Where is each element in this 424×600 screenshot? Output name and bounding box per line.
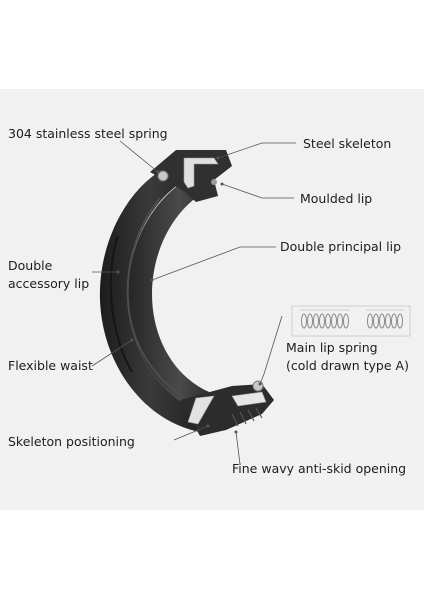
label-wavy-opening: Fine wavy anti-skid opening (232, 461, 407, 476)
leader-lines (91, 140, 296, 465)
seal-ring (99, 160, 214, 432)
leader-moulded-lip (221, 183, 294, 199)
label-accessory-lip-line1: Double (8, 258, 53, 273)
inset-frame (291, 305, 411, 337)
top-cross-section (150, 150, 232, 202)
label-spring: 304 stainless steel spring (8, 126, 168, 141)
leader-spring (119, 140, 159, 173)
leader-principal-lip (151, 246, 276, 281)
wavy-ridges (231, 407, 263, 427)
inset-coil-right (367, 313, 403, 329)
label-moulded-lip: Moulded lip (300, 191, 373, 206)
principal-lip-line (126, 197, 185, 399)
leader-main-lip-spring (259, 315, 283, 385)
bottom-skeleton (187, 395, 215, 425)
bottom-spring (252, 380, 264, 392)
leader-wavy-opening (235, 431, 241, 465)
top-steel-skeleton (183, 157, 219, 189)
label-main-lip-spring-line2: (cold drawn type A) (286, 358, 409, 373)
label-double-principal-lip: Double principal lip (280, 239, 402, 254)
bottom-steel-insert (231, 391, 267, 407)
seal-inner-face (128, 176, 214, 416)
label-accessory-lip-line2: accessory lip (8, 276, 90, 291)
spring-spec-inset (291, 305, 411, 337)
leader-flexible-waist (91, 339, 133, 367)
label-flexible-waist: Flexible waist (8, 358, 93, 373)
leader-skeleton-positioning (173, 425, 209, 441)
inset-coil-left (301, 313, 349, 329)
bottom-cross-section (180, 380, 274, 436)
top-lip-detail (211, 179, 217, 185)
leader-skeleton (217, 142, 296, 159)
accessory-lip-line (109, 235, 133, 373)
label-main-lip-spring-line1: Main lip spring (286, 340, 378, 355)
top-spring (157, 170, 169, 182)
label-skeleton-positioning: Skeleton positioning (8, 434, 135, 449)
leader-dots (116, 156, 262, 434)
label-steel-skeleton: Steel skeleton (303, 136, 392, 151)
